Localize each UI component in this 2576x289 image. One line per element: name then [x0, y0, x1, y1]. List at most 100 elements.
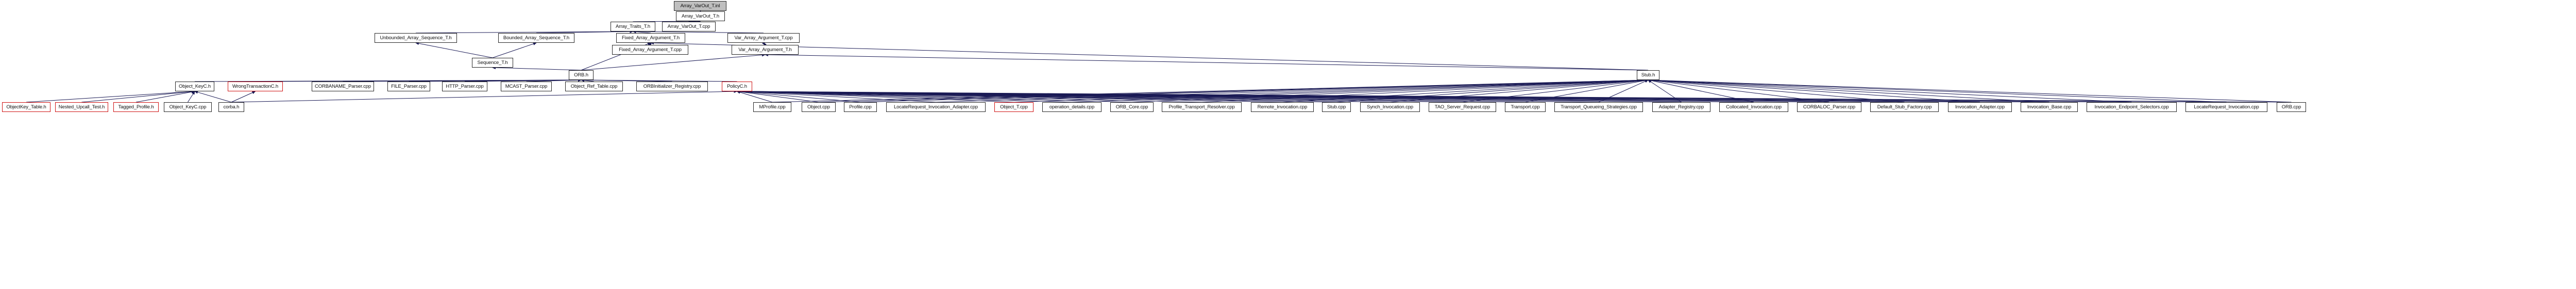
graph-node[interactable]: Bounded_Array_Sequence_T.h: [498, 33, 574, 43]
graph-node-label: ObjectKey_Table.h: [6, 104, 46, 110]
graph-edge: [231, 91, 256, 103]
graph-node-label: Fixed_Array_Argument_T.cpp: [619, 46, 682, 53]
graph-edge: [736, 90, 773, 103]
graph-edge: [736, 90, 936, 103]
graph-node[interactable]: MCAST_Parser.cpp: [501, 82, 552, 91]
graph-node[interactable]: Invocation_Endpoint_Selectors.cpp: [2087, 102, 2177, 112]
graph-node-label: Profile_Transport_Resolver.cpp: [1168, 104, 1235, 110]
graph-node[interactable]: Tagged_Profile.h: [113, 102, 159, 112]
graph-node[interactable]: PolicyC.h: [722, 82, 752, 91]
graph-node[interactable]: Synch_Invocation.cpp: [1360, 102, 1420, 112]
graph-edge: [231, 90, 738, 103]
graph-node[interactable]: ORB.cpp: [2277, 102, 2306, 112]
graph-node[interactable]: corba.h: [218, 102, 244, 112]
graph-node-label: Var_Array_Argument_T.h: [738, 46, 792, 53]
graph-node[interactable]: Object_KeyC.cpp: [164, 102, 212, 112]
graph-node[interactable]: CORBALOC_Parser.cpp: [1797, 102, 1861, 112]
graph-node-label: MProfile.cpp: [759, 104, 786, 110]
graph-node[interactable]: Fixed_Array_Argument_T.cpp: [612, 45, 688, 55]
graph-edge: [81, 90, 195, 103]
graph-node[interactable]: Adapter_Registry.cpp: [1652, 102, 1710, 112]
graph-edge: [818, 78, 1649, 103]
graph-edge: [736, 90, 1980, 103]
graph-node[interactable]: Transport_Queueing_Strategies.cpp: [1554, 102, 1643, 112]
graph-edge: [736, 90, 2132, 103]
graph-node[interactable]: LocateRequest_Invocation.cpp: [2185, 102, 2267, 112]
graph-edge: [135, 90, 195, 103]
graph-node[interactable]: Stub.cpp: [1322, 102, 1351, 112]
graph-edge: [194, 90, 232, 103]
graph-edge: [1648, 78, 2292, 103]
graph-node[interactable]: Object.cpp: [802, 102, 836, 112]
graph-edge: [736, 90, 1829, 103]
graph-edge: [492, 66, 582, 71]
graph-node[interactable]: Stub.h: [1637, 70, 1659, 80]
graph-node[interactable]: Unbounded_Array_Sequence_T.h: [375, 33, 457, 43]
graph-node[interactable]: ORB_Core.cpp: [1110, 102, 1154, 112]
graph-node[interactable]: Remote_Invocation.cpp: [1251, 102, 1314, 112]
graph-node[interactable]: FILE_Parser.cpp: [387, 82, 430, 91]
graph-node[interactable]: Invocation_Adapter.cpp: [1948, 102, 2012, 112]
graph-node[interactable]: HTTP_Parser.cpp: [442, 82, 487, 91]
graph-node[interactable]: TAO_Server_Request.cpp: [1429, 102, 1496, 112]
graph-edge: [1648, 78, 1905, 103]
graph-edge: [736, 90, 1337, 103]
graph-node-label: Default_Stub_Factory.cpp: [1877, 104, 1932, 110]
graph-edge: [1598, 79, 1649, 103]
graph-node[interactable]: Profile.cpp: [844, 102, 877, 112]
graph-edge: [409, 78, 582, 82]
graph-edge: [188, 91, 195, 103]
graph-edge: [936, 78, 1649, 103]
graph-node[interactable]: Collocated_Invocation.cpp: [1719, 102, 1788, 112]
graph-node[interactable]: WrongTransactionC.h: [228, 82, 283, 91]
graph-node[interactable]: Array_VarOut_T.inl: [674, 1, 726, 11]
graph-edge: [736, 90, 2227, 103]
graph-node[interactable]: Var_Array_Argument_T.cpp: [727, 33, 800, 43]
graph-node[interactable]: Profile_Transport_Resolver.cpp: [1162, 102, 1242, 112]
graph-node[interactable]: Sequence_T.h: [472, 58, 513, 68]
graph-node-label: Invocation_Base.cpp: [2027, 104, 2072, 110]
graph-node[interactable]: Array_VarOut_T.h: [676, 11, 725, 21]
graph-edge: [1525, 79, 1649, 103]
graph-edge: [736, 90, 2292, 103]
graph-edge: [736, 90, 1072, 103]
graph-edge: [772, 78, 1649, 103]
graph-node-label: Tagged_Profile.h: [118, 104, 154, 110]
graph-node[interactable]: Invocation_Base.cpp: [2021, 102, 2078, 112]
graph-node[interactable]: ORB.h: [569, 70, 594, 80]
graph-node-label: corba.h: [223, 104, 240, 110]
graph-node-label: PolicyC.h: [727, 83, 747, 89]
graph-node[interactable]: MProfile.cpp: [753, 102, 791, 112]
graph-node[interactable]: Var_Array_Argument_T.h: [732, 45, 799, 55]
graph-node-label: Adapter_Registry.cpp: [1658, 104, 1704, 110]
graph-node[interactable]: Object_Ref_Table.cpp: [565, 82, 623, 91]
graph-node-label: Object.cpp: [807, 104, 830, 110]
graph-edge: [736, 90, 1682, 103]
graph-node-label: Var_Array_Argument_T.cpp: [734, 35, 793, 41]
graph-edge: [1462, 78, 1649, 103]
graph-node-label: Bounded_Array_Sequence_T.h: [503, 35, 570, 41]
graph-node[interactable]: operation_details.cpp: [1042, 102, 1101, 112]
graph-node[interactable]: ObjectKey_Table.h: [2, 102, 50, 112]
graph-node-label: Collocated_Invocation.cpp: [1726, 104, 1782, 110]
graph-node[interactable]: Object_T.cpp: [994, 102, 1033, 112]
graph-edge: [1282, 78, 1649, 103]
graph-edge: [736, 90, 2049, 103]
graph-node[interactable]: CORBANAME_Parser.cpp: [312, 82, 374, 91]
graph-node[interactable]: Fixed_Array_Argument_T.h: [616, 33, 685, 43]
graph-edge: [1648, 78, 2132, 103]
graph-node[interactable]: Default_Stub_Factory.cpp: [1870, 102, 1939, 112]
graph-node[interactable]: Object_KeyC.h: [175, 82, 214, 91]
graph-edge: [581, 53, 766, 71]
graph-node[interactable]: Array_VarOut_T.cpp: [662, 22, 716, 31]
graph-node[interactable]: LocateRequest_Invocation_Adapter.cpp: [886, 102, 986, 112]
graph-node-label: Stub.cpp: [1327, 104, 1346, 110]
graph-edge: [492, 42, 537, 58]
graph-node[interactable]: Nested_Upcall_Test.h: [55, 102, 108, 112]
graph-node[interactable]: Transport.cpp: [1505, 102, 1546, 112]
graph-node[interactable]: ORBInitializer_Registry.cpp: [636, 82, 708, 91]
graph-node[interactable]: Array_Traits_T.h: [611, 22, 655, 31]
graph-node-label: Remote_Invocation.cpp: [1257, 104, 1308, 110]
graph-edge: [736, 90, 1283, 103]
